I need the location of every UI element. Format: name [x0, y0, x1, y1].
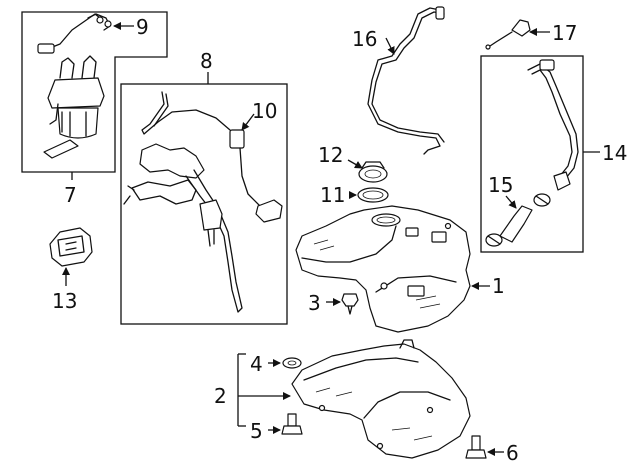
bolt-6	[465, 435, 487, 459]
vent-tube-16	[367, 6, 445, 155]
fuel-pump-box: 9 7	[21, 11, 168, 207]
callout-4: 4	[250, 352, 263, 376]
callout-7: 7	[64, 183, 77, 207]
fuel-tank-1	[295, 205, 471, 333]
callout-11: 11	[320, 183, 345, 207]
sender-assembly	[123, 91, 283, 313]
callout-2: 2	[214, 384, 227, 408]
washer-4	[282, 357, 302, 369]
filler-pipe-14	[527, 59, 579, 191]
bracket-13	[49, 227, 93, 267]
nut-3	[341, 293, 359, 315]
callout-15: 15	[488, 173, 513, 197]
vent-valve-17	[485, 19, 531, 50]
leader-10	[241, 113, 255, 131]
filler-pipe-box: 15 14	[480, 55, 627, 253]
callout-14: 14	[602, 141, 627, 165]
callout-12: 12	[318, 143, 343, 167]
fuel-level-sensor-9	[87, 13, 112, 31]
leader-16	[385, 37, 395, 55]
box-8-frame	[120, 83, 288, 325]
gasket-11	[357, 187, 389, 203]
leader-12	[347, 159, 363, 169]
callout-1: 1	[492, 274, 505, 298]
callout-5: 5	[250, 419, 263, 443]
fuel-sender-10	[229, 129, 245, 149]
fuel-pump-module	[37, 13, 105, 159]
callout-9: 9	[136, 15, 149, 39]
filler-hose-15	[485, 193, 551, 247]
callout-17: 17	[552, 21, 577, 45]
box-7-frame	[21, 11, 168, 173]
lock-ring-12	[358, 161, 388, 183]
bolt-5	[281, 413, 303, 435]
box-14-frame	[480, 55, 584, 253]
callout-3: 3	[308, 291, 321, 315]
heat-shield-2	[291, 339, 471, 459]
callout-10: 10	[252, 99, 277, 123]
callout-8: 8	[200, 49, 213, 73]
callout-6: 6	[506, 441, 519, 465]
sender-box: 8 10	[120, 49, 288, 325]
callout-16: 16	[352, 27, 377, 51]
leader-15	[505, 195, 517, 209]
callout-13: 13	[52, 289, 77, 313]
